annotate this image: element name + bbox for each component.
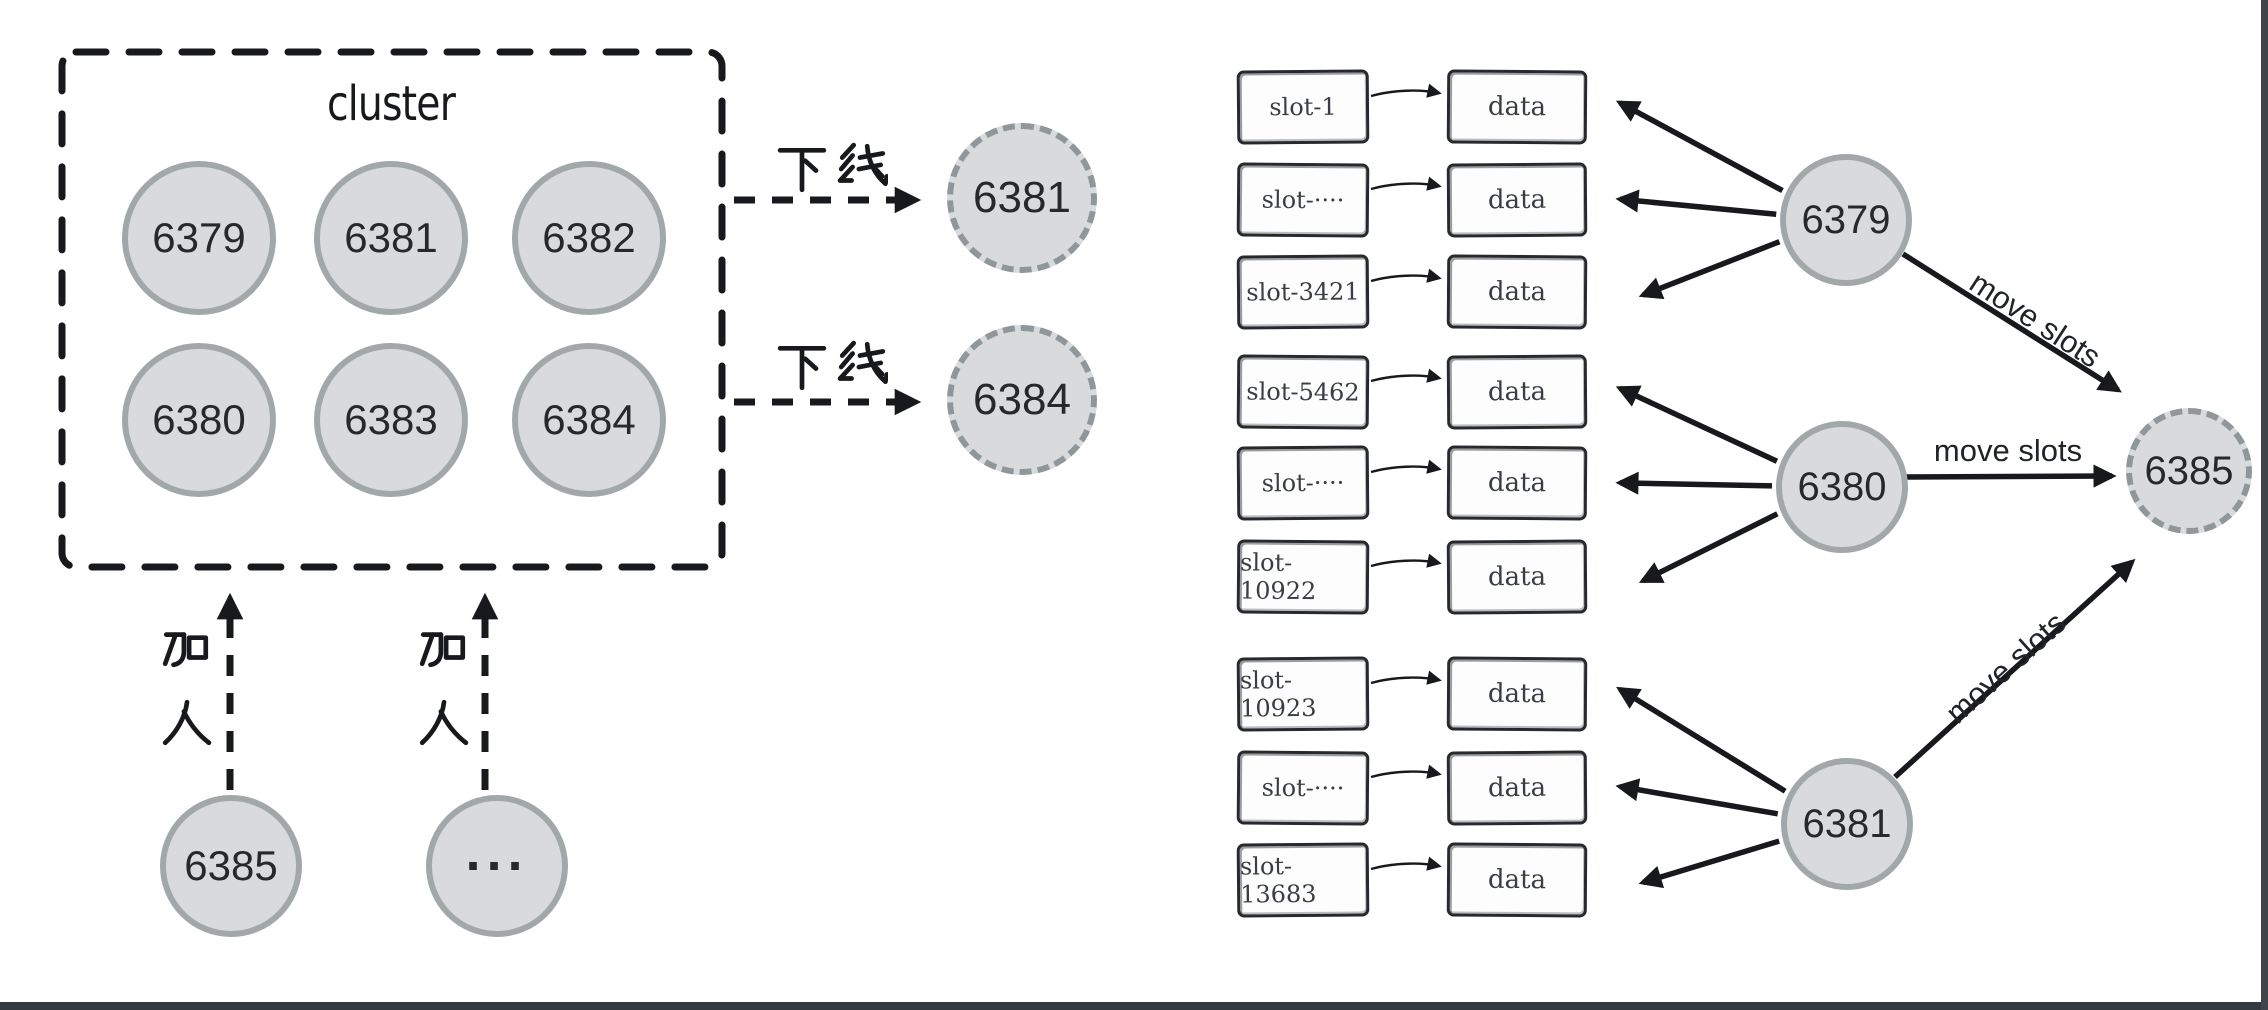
data-box-label: data bbox=[1487, 276, 1547, 308]
master-node-6381-label: 6381 bbox=[1802, 801, 1892, 846]
slot-box-6: slot-10923 bbox=[1236, 656, 1370, 732]
slot-box-8: slot-13683 bbox=[1236, 842, 1370, 918]
cluster-node-6381: 6381 bbox=[314, 161, 468, 315]
master-node-6381: 6381 bbox=[1781, 758, 1913, 890]
bottom-border-bar bbox=[0, 1002, 2268, 1010]
offline-label-2 bbox=[776, 340, 888, 392]
slot-box-label: slot-···· bbox=[1261, 185, 1345, 215]
data-box-label: data bbox=[1487, 467, 1547, 499]
data-box-5: data bbox=[1446, 539, 1588, 615]
data-box-label: data bbox=[1487, 376, 1547, 408]
target-node-6385: 6385 bbox=[2126, 408, 2252, 534]
slot-box-4: slot-···· bbox=[1236, 445, 1370, 521]
master-node-6379: 6379 bbox=[1780, 154, 1912, 286]
offline-node-6381-label: 6381 bbox=[973, 173, 1071, 222]
slot-box-0: slot-1 bbox=[1236, 69, 1370, 145]
data-box-label: data bbox=[1487, 864, 1547, 896]
cjk-char-glyph bbox=[162, 699, 212, 746]
offline-node-6381: 6381 bbox=[947, 123, 1097, 273]
slot-box-2: slot-3421 bbox=[1236, 254, 1370, 330]
data-box-label: data bbox=[1487, 561, 1547, 593]
slot-box-7: slot-···· bbox=[1236, 750, 1370, 826]
joining-node-ellipsis: ··· bbox=[426, 795, 568, 937]
data-box-2: data bbox=[1446, 254, 1588, 330]
slot-box-label: slot-···· bbox=[1261, 773, 1345, 803]
slot-box-label: slot-13683 bbox=[1239, 852, 1317, 909]
cluster-node-6382-label: 6382 bbox=[542, 214, 636, 261]
cjk-char-glyph bbox=[777, 147, 827, 193]
cjk-char-glyph bbox=[419, 699, 469, 746]
joining-node-ellipsis-label: ··· bbox=[465, 836, 529, 896]
offline-label-1 bbox=[776, 142, 888, 194]
data-box-6: data bbox=[1446, 656, 1588, 732]
cjk-char-glyph bbox=[162, 632, 209, 668]
cluster-title: cluster bbox=[326, 76, 456, 132]
data-box-1: data bbox=[1446, 162, 1588, 238]
cluster-node-6382: 6382 bbox=[512, 161, 666, 315]
data-box-label: data bbox=[1487, 184, 1547, 216]
slot-box-label: slot-···· bbox=[1261, 468, 1345, 498]
slot-box-label: slot-3421 bbox=[1246, 277, 1360, 307]
data-box-3: data bbox=[1446, 354, 1588, 430]
slot-box-label: slot-1 bbox=[1269, 92, 1337, 122]
cluster-node-6379-label: 6379 bbox=[152, 214, 246, 261]
cjk-char-glyph bbox=[837, 340, 888, 384]
cluster-node-6383: 6383 bbox=[314, 343, 468, 497]
target-node-6385-label: 6385 bbox=[2144, 448, 2234, 493]
cluster-node-6380: 6380 bbox=[122, 343, 276, 497]
cjk-char-glyph bbox=[837, 142, 888, 186]
cjk-char-glyph bbox=[419, 632, 466, 668]
data-box-7: data bbox=[1446, 750, 1588, 826]
data-box-label: data bbox=[1487, 772, 1547, 804]
joining-node-6385-label: 6385 bbox=[184, 842, 278, 889]
joining-node-6385: 6385 bbox=[160, 795, 302, 937]
master-node-6379-label: 6379 bbox=[1801, 197, 1891, 242]
cluster-node-6380-label: 6380 bbox=[152, 396, 246, 443]
cluster-node-6379: 6379 bbox=[122, 161, 276, 315]
data-box-label: data bbox=[1487, 678, 1547, 710]
master-node-6380: 6380 bbox=[1776, 421, 1908, 553]
joining-label-1 bbox=[160, 619, 212, 749]
cjk-char-glyph bbox=[777, 345, 827, 391]
data-box-8: data bbox=[1446, 842, 1588, 918]
offline-node-6384-label: 6384 bbox=[973, 375, 1071, 424]
cluster-node-6383-label: 6383 bbox=[344, 396, 438, 443]
slot-box-label: slot-10923 bbox=[1239, 666, 1317, 723]
joining-label-2 bbox=[417, 619, 469, 749]
cluster-node-6384-label: 6384 bbox=[542, 396, 636, 443]
slot-box-3: slot-5462 bbox=[1236, 354, 1370, 430]
slot-box-1: slot-···· bbox=[1236, 162, 1370, 238]
offline-node-6384: 6384 bbox=[947, 325, 1097, 475]
master-node-6380-label: 6380 bbox=[1797, 464, 1887, 509]
move-slots-label-2: move slots bbox=[1933, 433, 2083, 468]
cluster-node-6384: 6384 bbox=[512, 343, 666, 497]
right-border-line bbox=[2261, 0, 2268, 1010]
data-box-0: data bbox=[1446, 69, 1588, 145]
slot-box-5: slot-10922 bbox=[1236, 539, 1370, 615]
data-box-label: data bbox=[1487, 91, 1547, 123]
slot-box-label: slot-10922 bbox=[1239, 548, 1317, 606]
data-box-4: data bbox=[1446, 445, 1588, 521]
cluster-node-6381-label: 6381 bbox=[344, 214, 438, 261]
slot-box-label: slot-5462 bbox=[1246, 377, 1360, 407]
